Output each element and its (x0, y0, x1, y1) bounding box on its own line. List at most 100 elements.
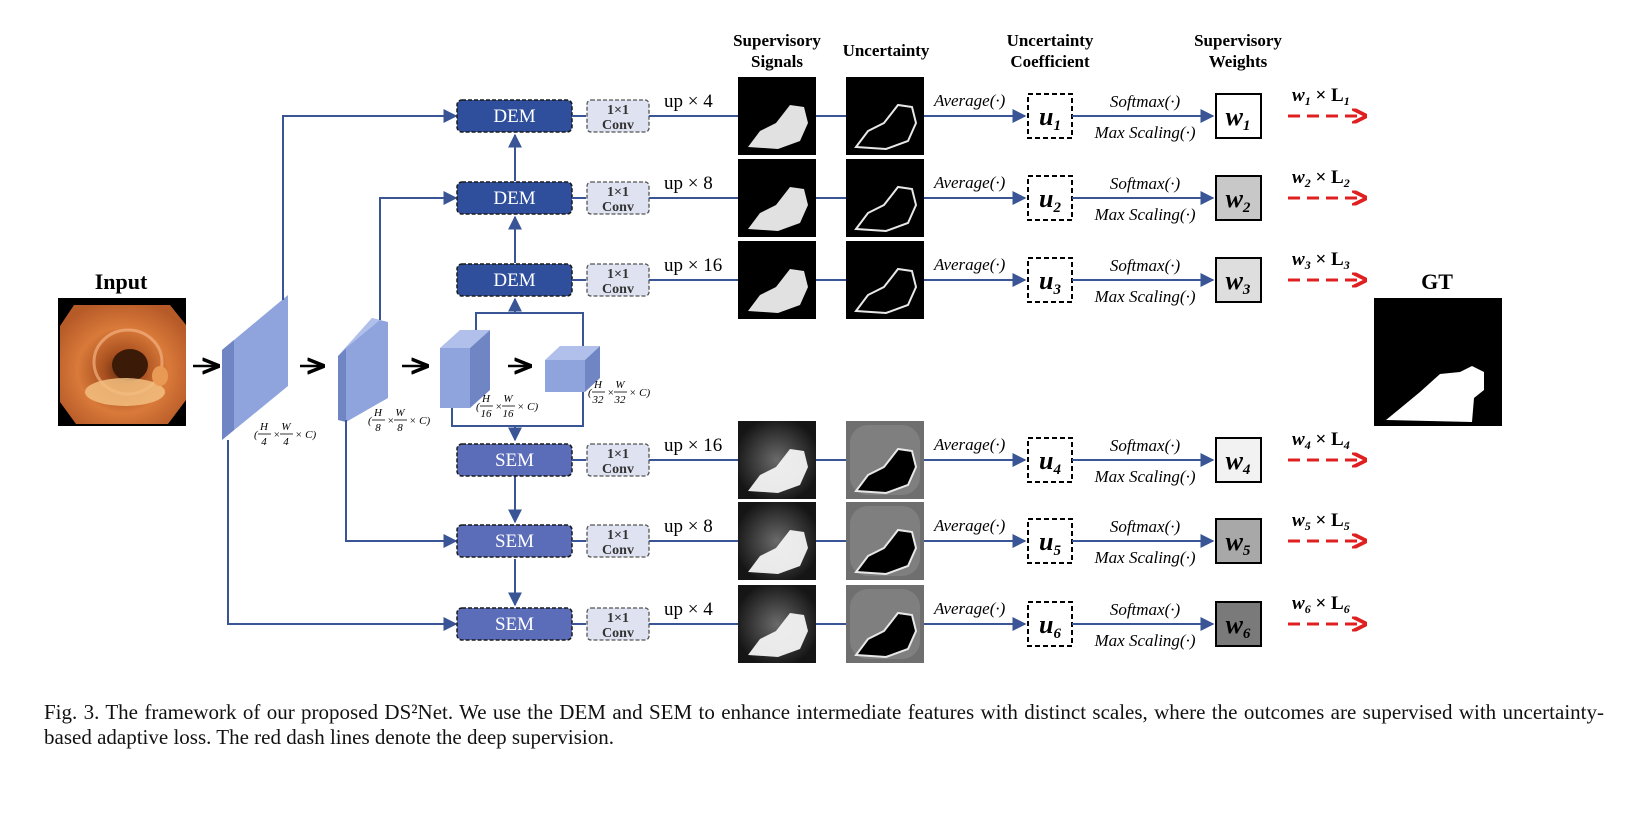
sem-module-6: SEM (456, 607, 573, 641)
header-supervisory-signals-line2: Signals (751, 52, 803, 71)
encoder-block-2 (338, 318, 388, 422)
supervisory-weight-1: w1 (1215, 93, 1262, 139)
svg-text:Conv: Conv (602, 282, 634, 297)
supervisory-signal-image-3 (738, 241, 816, 319)
headers: Supervisory Signals Uncertainty Uncertai… (733, 31, 1282, 71)
average-op-label: Average(·) (933, 255, 1006, 274)
module-label: DEM (493, 106, 535, 127)
encoder-dim-label-3: (H16×W16× C) (476, 393, 539, 420)
header-supervisory-weights-line1: Supervisory (1194, 31, 1282, 50)
softmax-op-label: Softmax(·) (1110, 92, 1181, 111)
figure-caption: Fig. 3. The framework of our proposed DS… (44, 700, 1604, 749)
average-op-label: Average(·) (933, 91, 1006, 110)
uncertainty-coefficient-3: u3 (1027, 257, 1073, 303)
module-label: DEM (493, 270, 535, 291)
svg-text:16: 16 (481, 408, 493, 420)
svg-text:8: 8 (397, 422, 403, 434)
encoder-dim-label-2: (H8×W8× C) (368, 407, 431, 434)
svg-text:(: ( (588, 387, 593, 399)
svg-text:× C): × C) (517, 401, 539, 413)
svg-text:W: W (395, 407, 405, 419)
uncertainty-coefficient-2: u2 (1027, 175, 1073, 221)
max-scaling-op-label: Max Scaling(·) (1093, 467, 1195, 486)
svg-text:16: 16 (503, 408, 515, 420)
svg-text:1×1: 1×1 (607, 185, 629, 200)
loss-label-1: w1 × L1 (1292, 85, 1350, 108)
encoder-dim-label-1: (H4×W4× C) (254, 421, 317, 448)
supervisory-signal-image-4 (738, 421, 816, 499)
softmax-op-label: Softmax(·) (1110, 174, 1181, 193)
svg-text:32: 32 (614, 394, 627, 406)
header-uncertainty-coefficient-line1: Uncertainty (1007, 31, 1094, 50)
uncertainty-map-5 (846, 502, 924, 580)
svg-text:(: ( (476, 401, 481, 413)
loss-label-3: w3 × L3 (1292, 249, 1350, 272)
svg-text:H: H (373, 407, 383, 419)
upsample-label: up × 4 (664, 91, 713, 112)
svg-text:Conv: Conv (602, 626, 634, 641)
svg-text:W: W (615, 379, 625, 391)
encoder-dim-label-4: (H32×W32× C) (588, 379, 651, 406)
svg-text:1×1: 1×1 (607, 611, 629, 626)
softmax-op-label: Softmax(·) (1110, 600, 1181, 619)
softmax-op-label: Softmax(·) (1110, 256, 1181, 275)
uncertainty-map-4 (846, 421, 924, 499)
softmax-op-label: Softmax(·) (1110, 436, 1181, 455)
svg-text:(: ( (368, 415, 373, 427)
module-label: SEM (495, 531, 534, 552)
svg-text:1×1: 1×1 (607, 103, 629, 118)
uncertainty-coefficient-6: u6 (1027, 601, 1073, 647)
uncertainty-coefficient-5: u5 (1027, 518, 1073, 564)
input-label: Input (95, 269, 148, 294)
header-uncertainty-coefficient-line2: Coefficient (1010, 52, 1090, 71)
average-op-label: Average(·) (933, 435, 1006, 454)
supervisory-weight-5: w5 (1215, 518, 1262, 564)
upsample-label: up × 16 (664, 255, 722, 276)
loss-label-6: w6 × L6 (1292, 593, 1350, 616)
svg-text:× C): × C) (409, 415, 431, 427)
uncertainty-coefficient-4: u4 (1027, 437, 1073, 483)
uncertainty-map-6 (846, 585, 924, 663)
svg-text:H: H (593, 379, 603, 391)
dem-module-2: DEM (456, 181, 573, 215)
average-op-label: Average(·) (933, 173, 1006, 192)
upsample-label: up × 4 (664, 599, 713, 620)
uncertainty-coefficient-1: u1 (1027, 93, 1073, 139)
svg-text:× C): × C) (295, 429, 317, 441)
svg-text:H: H (259, 421, 269, 433)
encoder-block-4 (545, 346, 600, 392)
uncertainty-map-3 (846, 241, 924, 319)
softmax-op-label: Softmax(·) (1110, 517, 1181, 536)
input-endoscopy-image (58, 298, 186, 426)
encoder-dimension-labels: (H4×W4× C)(H8×W8× C)(H16×W16× C)(H32×W32… (254, 379, 651, 448)
svg-text:Conv: Conv (602, 118, 634, 133)
header-supervisory-weights-line2: Weights (1209, 52, 1268, 71)
svg-text:1×1: 1×1 (607, 528, 629, 543)
max-scaling-op-label: Max Scaling(·) (1093, 631, 1195, 650)
max-scaling-op-label: Max Scaling(·) (1093, 548, 1195, 567)
gt-label: GT (1421, 269, 1453, 294)
upsample-label: up × 8 (664, 516, 713, 537)
svg-text:(: ( (254, 429, 259, 441)
supervisory-signal-image-6 (738, 585, 816, 663)
dem-module-1: DEM (456, 99, 573, 133)
svg-text:1×1: 1×1 (607, 267, 629, 282)
module-label: SEM (495, 450, 534, 471)
ground-truth-mask (1374, 298, 1502, 426)
svg-text:8: 8 (375, 422, 381, 434)
max-scaling-op-label: Max Scaling(·) (1093, 287, 1195, 306)
svg-text:32: 32 (592, 394, 605, 406)
supervisory-signal-image-2 (738, 159, 816, 237)
svg-text:4: 4 (283, 436, 289, 448)
